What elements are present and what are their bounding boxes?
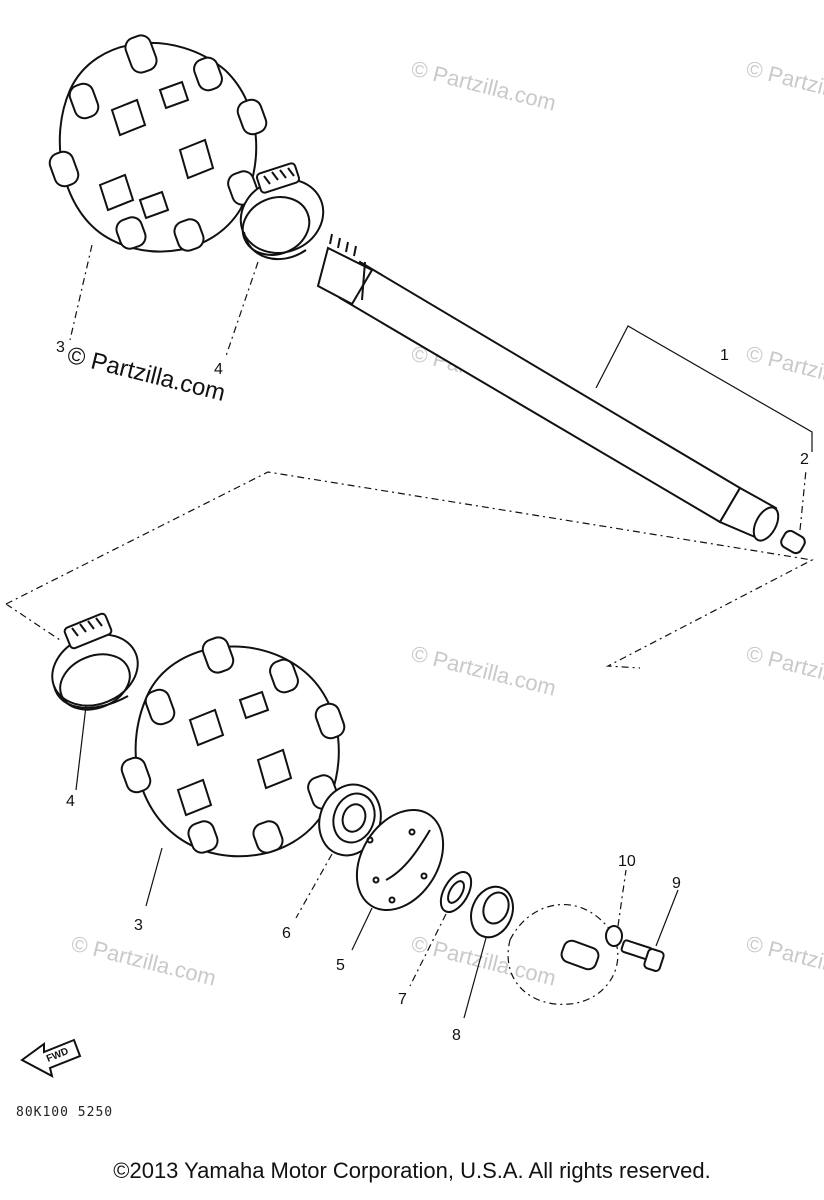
bolt: [620, 939, 665, 972]
leader-9: [655, 889, 679, 947]
leader-6: [295, 853, 333, 919]
lower-clamp: [51, 612, 139, 711]
callout-9: 9: [672, 875, 681, 892]
housing-ghost: [507, 904, 619, 1005]
lower-sprocket: [120, 636, 346, 858]
watermark-7: © Partzilla.com: [69, 931, 219, 991]
collar: [470, 885, 514, 939]
leader-3-lower: [145, 847, 163, 907]
callout-6: 6: [282, 925, 291, 942]
leader-4-lower: [75, 705, 87, 791]
bearing-plate: [355, 808, 445, 912]
callout-3-lower: 3: [134, 917, 143, 934]
callout-7: 7: [398, 991, 407, 1008]
assembly-frame: [5, 471, 814, 669]
callout-1-bracket: [595, 325, 813, 452]
leader-2: [799, 469, 807, 531]
leader-4-upper: [225, 261, 259, 357]
part-code: 80K100 5250: [16, 1105, 113, 1120]
partzilla-watermark: © Partzilla.com: [65, 342, 228, 407]
watermark-4: © Partzilla.com: [744, 341, 824, 401]
leader-3-upper: [69, 244, 93, 341]
callout-4-lower: 4: [66, 793, 75, 810]
watermark-1: © Partzilla.com: [409, 56, 559, 116]
callout-10: 10: [618, 853, 636, 870]
leader-7: [409, 913, 447, 987]
callout-4-upper: 4: [214, 361, 223, 378]
callout-1: 1: [720, 347, 729, 364]
watermark-5: © Partzilla.com: [409, 641, 559, 701]
watermark-9: © Partzilla.com: [744, 931, 824, 991]
watermark-8: © Partzilla.com: [409, 931, 559, 991]
watermark-6: © Partzilla.com: [744, 641, 824, 701]
copyright-notice: ©2013 Yamaha Motor Corporation, U.S.A. A…: [113, 1158, 711, 1183]
lock-washer: [605, 925, 623, 947]
shaft-nut: [780, 529, 806, 555]
callout-8: 8: [452, 1027, 461, 1044]
leader-10: [617, 869, 627, 927]
upper-clamp: [239, 162, 325, 260]
fwd-arrow: FWD: [20, 1038, 82, 1078]
callout-3-upper: 3: [56, 339, 65, 356]
callout-5: 5: [336, 957, 345, 974]
upper-sprocket: [48, 34, 268, 253]
leader-5: [351, 907, 373, 951]
callout-2: 2: [800, 451, 809, 468]
drive-shaft: [316, 233, 780, 542]
callout-labels: 1 2 3 4 4 3 6 5 7 8 10 9: [56, 339, 809, 1044]
washer: [439, 871, 473, 913]
leader-8: [463, 937, 487, 1019]
watermark-2: © Partzilla.com: [744, 56, 824, 116]
